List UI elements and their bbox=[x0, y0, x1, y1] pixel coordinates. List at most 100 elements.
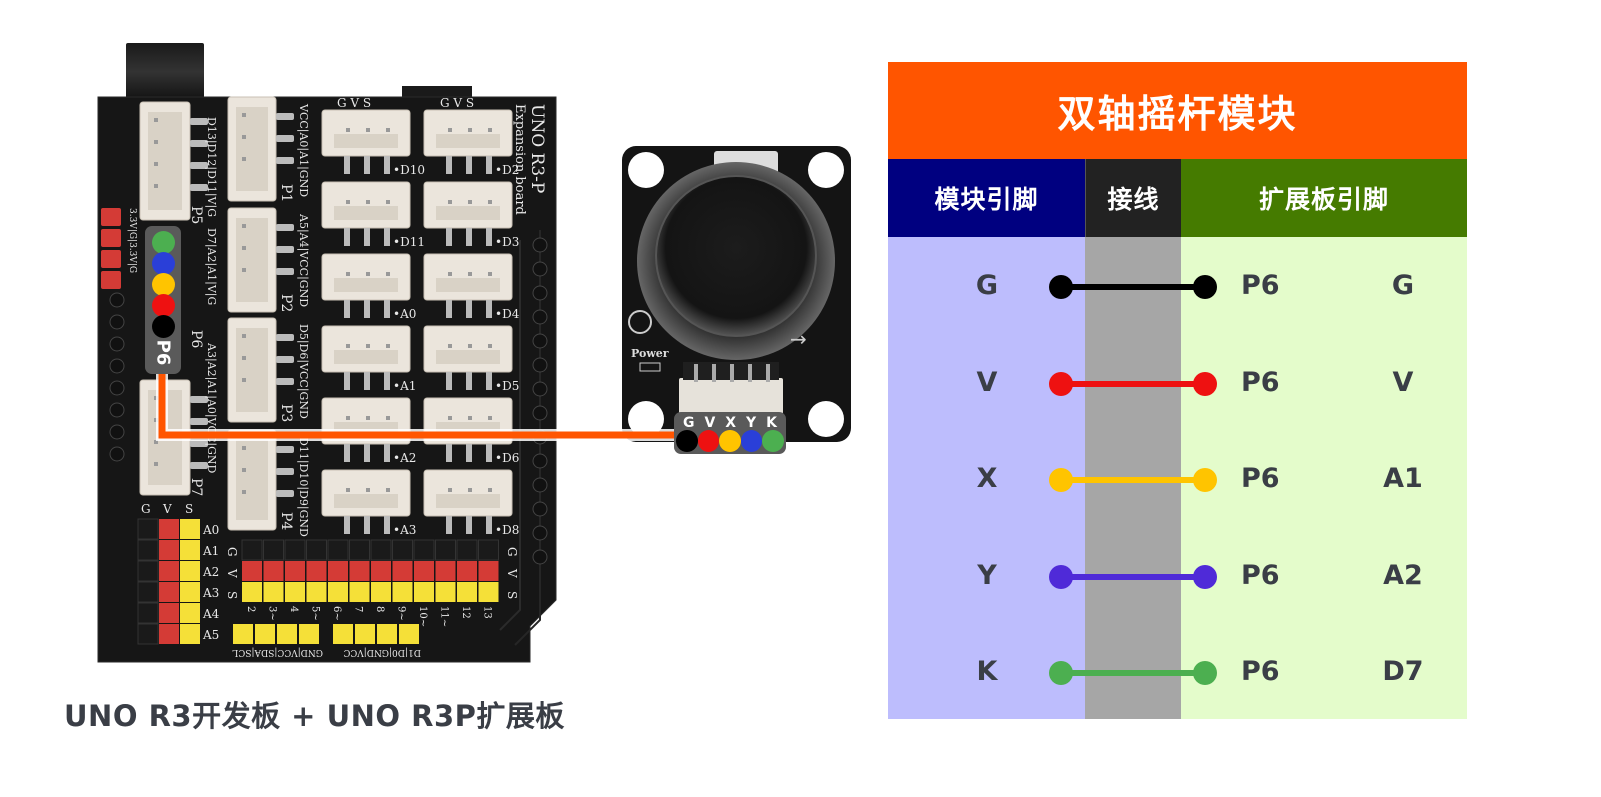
i2c-pin bbox=[299, 624, 319, 644]
board-pin-cell: A1 bbox=[1383, 463, 1423, 494]
module-pin-cell: K bbox=[976, 656, 998, 687]
analog-header-label: G bbox=[141, 502, 151, 516]
wire-connection bbox=[1049, 275, 1217, 299]
gvs-connector-d8 bbox=[423, 469, 513, 517]
uart-pin bbox=[377, 624, 397, 644]
i2c-pin bbox=[277, 624, 297, 644]
wire-end-right bbox=[1193, 275, 1217, 299]
analog-row-label: A3 bbox=[202, 586, 219, 600]
gvs-label-a1: •A1 bbox=[393, 379, 416, 393]
p2-pin-labels: A5|A4|VCC|GND bbox=[296, 213, 310, 307]
wire-end-left bbox=[1049, 564, 1073, 589]
conn-letter-y: Y bbox=[746, 415, 757, 431]
digital-v-pin bbox=[285, 561, 305, 581]
table-row: G P6 G bbox=[888, 238, 1467, 334]
digital-g-pin bbox=[392, 539, 413, 561]
port-label-p7: P7 bbox=[188, 478, 204, 496]
analog-g-pin bbox=[137, 518, 159, 540]
analog-header-label: V bbox=[162, 502, 172, 516]
analog-s-pin bbox=[180, 624, 200, 644]
gvs-label-d4: •D4 bbox=[495, 307, 520, 321]
wire-line bbox=[1059, 380, 1207, 387]
analog-s-pin bbox=[180, 540, 200, 560]
digital-s-pin bbox=[306, 582, 327, 602]
wire-line bbox=[1059, 670, 1207, 676]
digital-s-pin bbox=[371, 582, 391, 602]
conn-letter-k: K bbox=[766, 415, 777, 431]
digital-v-pin bbox=[349, 561, 370, 581]
digital-g-pin bbox=[435, 539, 456, 561]
digital-v-pin bbox=[457, 561, 477, 581]
port-label-p1: P1 bbox=[278, 184, 294, 202]
digital-g-pin bbox=[241, 539, 263, 561]
digital-v-pin bbox=[414, 561, 434, 581]
analog-v-pin bbox=[159, 603, 179, 623]
p5-pin-labels: D13|D12|D11|V|G bbox=[204, 117, 218, 217]
gvs-label-d5: •D5 bbox=[495, 379, 519, 393]
digital-pin-label: 5~ bbox=[310, 606, 321, 621]
header-hole bbox=[532, 309, 548, 325]
p3-pin-labels: D5|D6|VCC|GND bbox=[296, 324, 310, 419]
wire-end-right bbox=[1193, 564, 1217, 589]
header-hole bbox=[109, 314, 125, 330]
digital-g-pin bbox=[284, 539, 306, 561]
header-hole bbox=[532, 285, 548, 301]
header-hole bbox=[532, 549, 548, 565]
analog-g-pin bbox=[137, 581, 159, 603]
conn-letter-v: V bbox=[704, 415, 716, 431]
p4-pin-labels: D11|D10|D9|GND bbox=[296, 437, 310, 537]
gvs-connector-d10 bbox=[321, 109, 411, 157]
header-hole bbox=[109, 292, 125, 308]
board-name: UNO R3-P bbox=[527, 104, 547, 193]
pcb-board bbox=[97, 96, 557, 663]
analog-v-pin bbox=[159, 519, 179, 539]
header-hole bbox=[109, 380, 125, 396]
digital-pin-label: 7 bbox=[353, 606, 364, 612]
pin-dot-g bbox=[151, 315, 175, 338]
table-row: X P6 A1 bbox=[888, 431, 1467, 527]
gvs-connector-a3 bbox=[321, 469, 411, 517]
gvs-label-d11: •D11 bbox=[393, 235, 425, 249]
module-pin-cell: X bbox=[976, 463, 998, 494]
header-hole bbox=[109, 358, 125, 374]
pin-dot-y bbox=[151, 252, 175, 275]
wire-end-right bbox=[1193, 371, 1217, 396]
analog-g-pin bbox=[137, 539, 159, 561]
analog-row-label: A0 bbox=[202, 523, 219, 537]
gvs-label-d6: •D6 bbox=[495, 451, 519, 465]
header-hole bbox=[532, 333, 548, 349]
gvs-connector-a0 bbox=[321, 253, 411, 301]
header-hole bbox=[532, 357, 548, 373]
digital-s-pin bbox=[414, 582, 434, 602]
header-board-pin: 扩展板引脚 bbox=[1181, 159, 1467, 237]
pin-dot-v bbox=[151, 294, 175, 317]
port-label-p4: P4 bbox=[278, 512, 294, 530]
wire-connection bbox=[1049, 564, 1217, 589]
conn-dot-k bbox=[762, 430, 784, 452]
analog-row-label: A4 bbox=[202, 607, 220, 621]
digital-row-label: S bbox=[225, 591, 239, 599]
joystick-knob[interactable] bbox=[655, 175, 817, 337]
p7-pin-labels: A3|A2|A1|A0|VCC|GND bbox=[204, 342, 218, 473]
header-hole bbox=[532, 453, 548, 469]
conn-dot-y bbox=[740, 430, 763, 452]
wire-line bbox=[1059, 477, 1207, 483]
gvs-label-a3: •A3 bbox=[393, 523, 416, 537]
digital-v-pin bbox=[263, 561, 284, 581]
digital-v-pin bbox=[392, 561, 413, 581]
analog-s-pin bbox=[180, 603, 200, 623]
board-caption: UNO R3开发板 + UNO R3P扩展板 bbox=[64, 699, 565, 733]
analog-row-label: A5 bbox=[202, 628, 219, 642]
uart-pin bbox=[399, 624, 419, 644]
digital-g-pin bbox=[349, 539, 370, 561]
wire-line bbox=[1059, 573, 1207, 580]
digital-s-pin bbox=[263, 582, 284, 602]
header-module-pin: 模块引脚 bbox=[888, 159, 1085, 237]
digital-v-pin bbox=[435, 561, 456, 581]
power-jumper bbox=[101, 250, 121, 268]
wire-end-left bbox=[1049, 468, 1073, 492]
conn-letter-x: X bbox=[725, 415, 737, 431]
port-label-p6: P6 bbox=[188, 330, 204, 348]
wire-line bbox=[1059, 284, 1207, 290]
